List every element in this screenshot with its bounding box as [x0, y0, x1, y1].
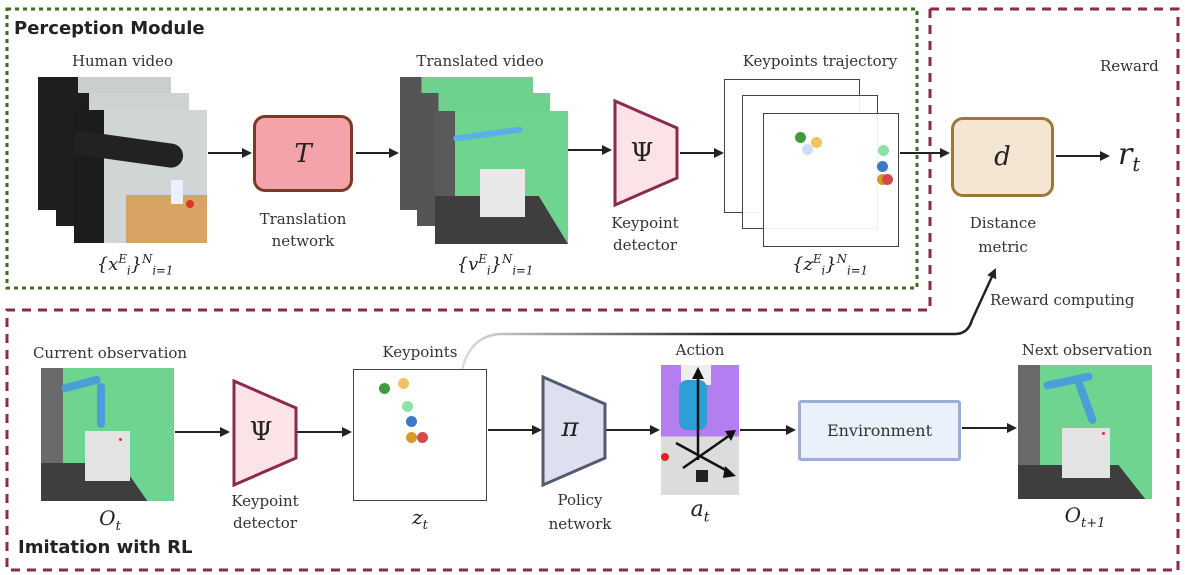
current-observation-image [41, 368, 174, 501]
environment-label: Environment [826, 421, 933, 440]
keypoint-dot [417, 432, 428, 443]
keypoint-dot [379, 383, 390, 394]
keypoint-dot [402, 401, 413, 412]
human-video-math: {xEi}Ni=1 [96, 252, 174, 278]
psi-symbol-rl: Ψ [249, 417, 273, 447]
policy-network-block [541, 374, 607, 488]
action-label: Action [675, 341, 725, 359]
keypoint-dot [877, 161, 888, 172]
keypoint-dot [882, 174, 893, 185]
next-observation-image [1018, 365, 1152, 499]
distance-symbol: d [994, 142, 1011, 172]
keypoint-detector-block [613, 98, 679, 208]
reward-computing-label: Reward computing [990, 291, 1135, 309]
keypoint-dot [811, 137, 822, 148]
action-image [661, 365, 739, 495]
arrow-keypoints-to-distance [460, 268, 997, 371]
action-axes-icon [675, 367, 736, 478]
translated-video-label: Translated video [416, 52, 544, 70]
reward-output: rt [1118, 137, 1141, 176]
next-observation-math: Ot+1 [1064, 503, 1106, 531]
environment-block: Environment [798, 400, 961, 461]
human-video-label: Human video [71, 52, 174, 70]
imitation-title: Imitation with RL [18, 537, 193, 558]
keypoint-dot [878, 145, 889, 156]
next-observation-label: Next observation [1021, 341, 1153, 359]
current-observation-math: Ot [99, 506, 121, 534]
psi-symbol: Ψ [630, 138, 654, 168]
translation-symbol: T [294, 138, 312, 169]
distance-metric-block: d [951, 117, 1054, 197]
keypoint-dot [398, 378, 409, 389]
translated-video-math: {vEi}Ni=1 [456, 252, 534, 278]
keypoint-dot [802, 144, 813, 155]
keypoint-dot [406, 432, 417, 443]
keypoint-dot [795, 132, 806, 143]
keypoints-math: zt [412, 505, 428, 533]
keypoint-dot [406, 416, 417, 427]
keypoints-trajectory-label: Keypoints trajectory [742, 52, 898, 70]
human-video-frame [74, 110, 207, 243]
perception-module-title: Perception Module [14, 18, 205, 39]
keypoint-detector-block-rl [232, 378, 298, 488]
action-math: at [690, 497, 710, 526]
keypoints-label: Keypoints [382, 343, 458, 361]
reward-section-title: Reward [1100, 57, 1159, 75]
current-observation-label: Current observation [32, 344, 188, 362]
reward-border [5, 7, 1180, 572]
trajectory-frame [763, 113, 899, 247]
pi-symbol: π [561, 413, 579, 443]
trajectory-math: {zEi}Ni=1 [792, 252, 868, 278]
keypoints-frame [353, 369, 487, 501]
perception-module-border [5, 7, 919, 290]
translated-video-frame [435, 111, 568, 244]
translation-network-block: T [253, 115, 353, 192]
